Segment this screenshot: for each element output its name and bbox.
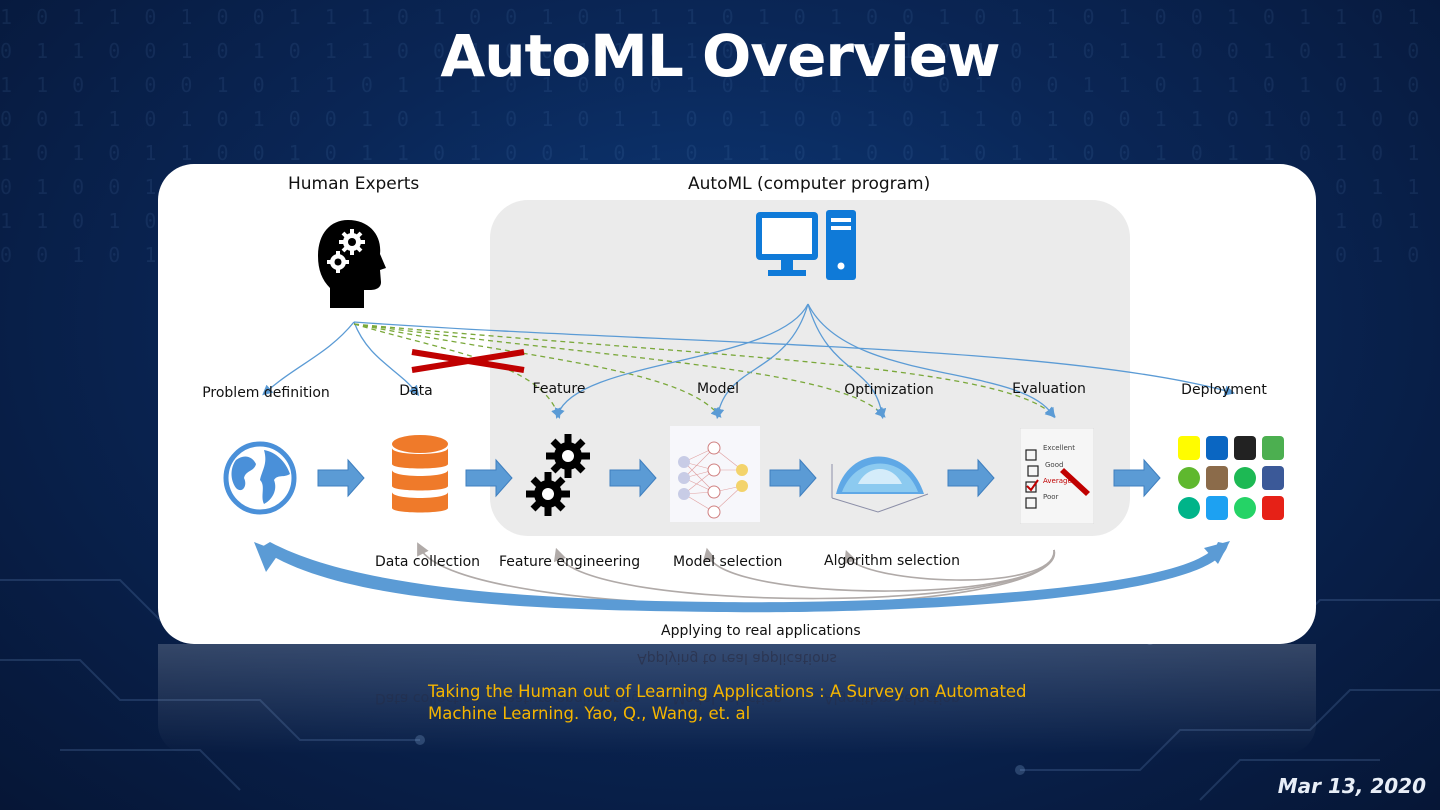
computer-icon	[756, 210, 856, 280]
checklist-excellent-label: Excellent	[1043, 444, 1075, 452]
head-gears-icon	[318, 220, 386, 308]
surface-plot-icon	[831, 456, 929, 513]
stage-label-evaluation: Evaluation	[1012, 381, 1086, 397]
automl-label: AutoML (computer program)	[688, 174, 931, 194]
stage-label-data: Data	[399, 383, 433, 399]
citation-line-2: Machine Learning. Yao, Q., Wang, et. al	[428, 704, 751, 723]
database-icon	[392, 435, 448, 513]
stage-label-model: Model	[696, 381, 740, 397]
sub-label-feature-engineering: Feature engineering	[499, 554, 641, 570]
stage-label-deployment: Deployment	[1181, 382, 1267, 398]
panel-reflection: Applying to real applications Data colle…	[158, 644, 1316, 754]
stage-label-optimization: Optimization	[844, 382, 934, 398]
stage-label-problem-definition: Problem definition	[202, 385, 330, 401]
gears-icon	[526, 434, 590, 516]
applying-label: Applying to real applications	[661, 623, 861, 639]
checklist-good-label: Good	[1045, 461, 1064, 469]
citation-line-1: Taking the Human out of Learning Applica…	[428, 682, 1027, 701]
checklist-icon	[1020, 428, 1094, 524]
sub-label-model-selection: Model selection	[673, 554, 783, 570]
checklist-poor-label: Poor	[1043, 493, 1059, 501]
globe-icon	[223, 441, 297, 515]
app-icons-grid	[1178, 436, 1284, 520]
sub-label-data-collection: Data collection	[375, 554, 481, 570]
checklist-average-label: Average	[1043, 477, 1072, 485]
slide-title: AutoML Overview	[440, 22, 1000, 90]
stage-label-feature: Feature	[532, 381, 586, 397]
flow-connectors	[254, 303, 1236, 613]
sub-label-algorithm-selection: Algorithm selection	[824, 553, 960, 569]
citation: Taking the Human out of Learning Applica…	[428, 681, 1128, 725]
slide-date: Mar 13, 2020	[1277, 774, 1426, 798]
reflection-applying-text: Applying to real applications	[637, 650, 837, 666]
neural-network-icon	[670, 426, 760, 522]
human-experts-label: Human Experts	[288, 174, 420, 194]
diagram-panel: Human Experts AutoML (computer program)	[158, 164, 1316, 644]
